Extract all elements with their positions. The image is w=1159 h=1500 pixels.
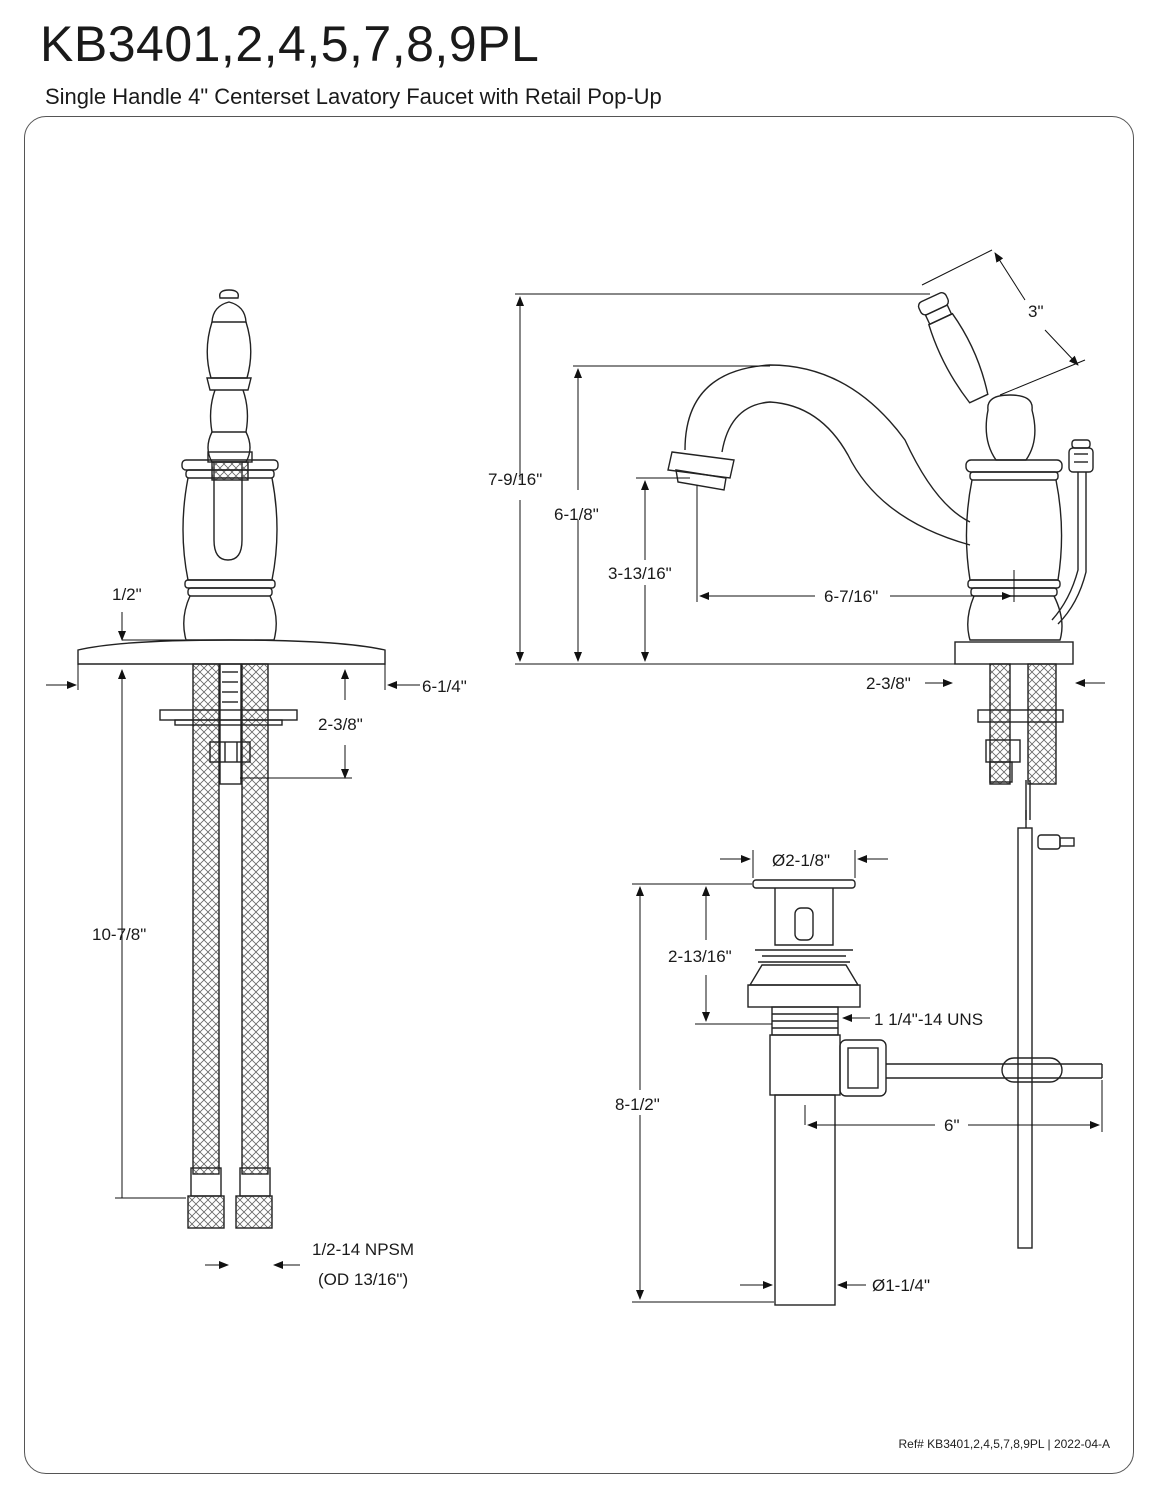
dim-connection-od: (OD 13/16") <box>318 1270 408 1289</box>
dim-rod-length: 6" <box>944 1116 960 1135</box>
drain-view <box>747 810 1103 1306</box>
side-spout-top <box>684 364 971 523</box>
dim-tail-diameter: Ø1-1/4" <box>872 1276 930 1295</box>
drain-clevis-strap <box>1017 827 1033 1249</box>
dim-deck-height: 1/2" <box>112 585 142 604</box>
dim-flange-height: 2-13/16" <box>668 947 732 966</box>
side-view <box>667 292 1094 820</box>
dim-hose-length: 10-7/8" <box>92 925 146 944</box>
side-aerator <box>667 451 735 479</box>
front-dimensions <box>46 612 420 1269</box>
dim-plate-width: 6-1/4" <box>422 677 467 696</box>
dim-connection: 1/2-14 NPSM <box>312 1240 414 1259</box>
drain-pivot-nut <box>839 1039 887 1097</box>
model-title: KB3401,2,4,5,7,8,9PL <box>40 16 540 72</box>
side-lift-rod <box>1051 439 1094 625</box>
side-spout-bottom <box>721 401 971 546</box>
dim-spout-height: 6-1/8" <box>554 505 599 524</box>
front-spout <box>213 462 243 561</box>
front-deck-plate <box>77 639 386 665</box>
side-dimensions <box>515 249 1105 687</box>
front-hose-right <box>241 663 269 1175</box>
dim-thread: 1 1/4"-14 UNS <box>874 1010 983 1029</box>
front-handle <box>206 289 252 463</box>
front-hose-left <box>192 663 220 1175</box>
side-base <box>954 641 1074 665</box>
drawing-frame <box>24 116 1134 1474</box>
dim-drain-length: 8-1/2" <box>615 1095 660 1114</box>
dim-base-width: 2-3/8" <box>866 674 911 693</box>
front-mount-bracket <box>159 709 298 721</box>
front-view <box>77 289 386 1229</box>
dim-flange-diameter: Ø2-1/8" <box>772 851 830 870</box>
drain-dimensions <box>632 850 1103 1303</box>
front-body <box>181 459 279 641</box>
product-description: Single Handle 4" Centerset Lavatory Fauc… <box>45 84 662 109</box>
dim-handle-length: 3" <box>1028 302 1044 321</box>
dim-spout-reach: 6-7/16" <box>824 587 878 606</box>
side-body <box>965 394 1063 641</box>
front-mount-nut <box>209 741 251 763</box>
drain-tailpiece-top <box>769 1034 841 1096</box>
dim-shank-length: 2-3/8" <box>318 715 363 734</box>
dim-aerator-height: 3-13/16" <box>608 564 672 583</box>
drain-body <box>747 984 861 1008</box>
drain-stopper <box>748 879 860 986</box>
dim-overall-height: 7-9/16" <box>488 470 542 489</box>
drain-tailpiece <box>774 1094 836 1306</box>
footer-reference: Ref# KB3401,2,4,5,7,8,9PL | 2022-04-A <box>899 1437 1111 1451</box>
side-lever <box>917 292 989 404</box>
